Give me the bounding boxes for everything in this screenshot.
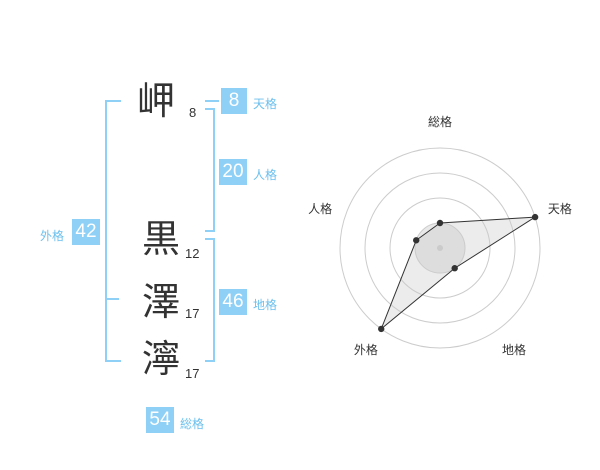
name-char-4: 濘 (142, 337, 181, 381)
jinkaku-label: 人格 (253, 168, 278, 182)
radar-axis-label-3: 外格 (354, 342, 378, 357)
radar-point-1 (531, 213, 539, 221)
radar-axis-label-0: 総格 (428, 114, 452, 129)
radar-point-2 (451, 265, 458, 272)
soukaku-label: 総格 (180, 417, 205, 431)
radar-ring-3 (364, 172, 516, 324)
radar-axis-label-2: 地格 (502, 342, 526, 357)
radar-axis-label-4: 人格 (308, 201, 332, 216)
gaikaku-label: 外格 (40, 229, 65, 243)
radar-point-3 (378, 325, 385, 333)
radar-polygon (380, 216, 536, 330)
gaikaku-badge: 42 (72, 219, 100, 245)
stroke-count-3: 17 (185, 306, 200, 321)
gaikaku-bracket-mid (105, 298, 119, 300)
radar-axis-label-1: 天格 (548, 201, 572, 216)
jinkaku-badge: 20 (219, 159, 247, 185)
jinkaku-bracket (205, 108, 215, 232)
stroke-count-2: 12 (185, 246, 200, 261)
radar-center-dot (437, 245, 443, 251)
radar-ring-2 (389, 197, 491, 299)
gaikaku-bracket (105, 100, 121, 362)
name-char-3: 澤 (142, 280, 181, 324)
radar-polygon-group (380, 216, 536, 330)
radar-points (378, 213, 539, 333)
tenkaku-label: 天格 (253, 97, 278, 111)
radar-rings (339, 147, 541, 349)
chikaku-label: 地格 (253, 298, 278, 312)
tenkaku-badge: 8 (221, 88, 247, 114)
soukaku-badge: 54 (146, 407, 174, 433)
name-char-2: 黒 (142, 217, 181, 261)
radar-ring-4 (339, 147, 541, 349)
radar-point-0 (436, 219, 444, 227)
stroke-count-1: 8 (189, 105, 197, 120)
chikaku-bracket (205, 238, 215, 362)
chikaku-badge: 46 (219, 289, 247, 315)
name-char-1: 岬 (137, 79, 176, 123)
radar-point-4 (413, 237, 420, 244)
stroke-count-4: 17 (185, 366, 200, 381)
tenkaku-tick (205, 100, 219, 102)
